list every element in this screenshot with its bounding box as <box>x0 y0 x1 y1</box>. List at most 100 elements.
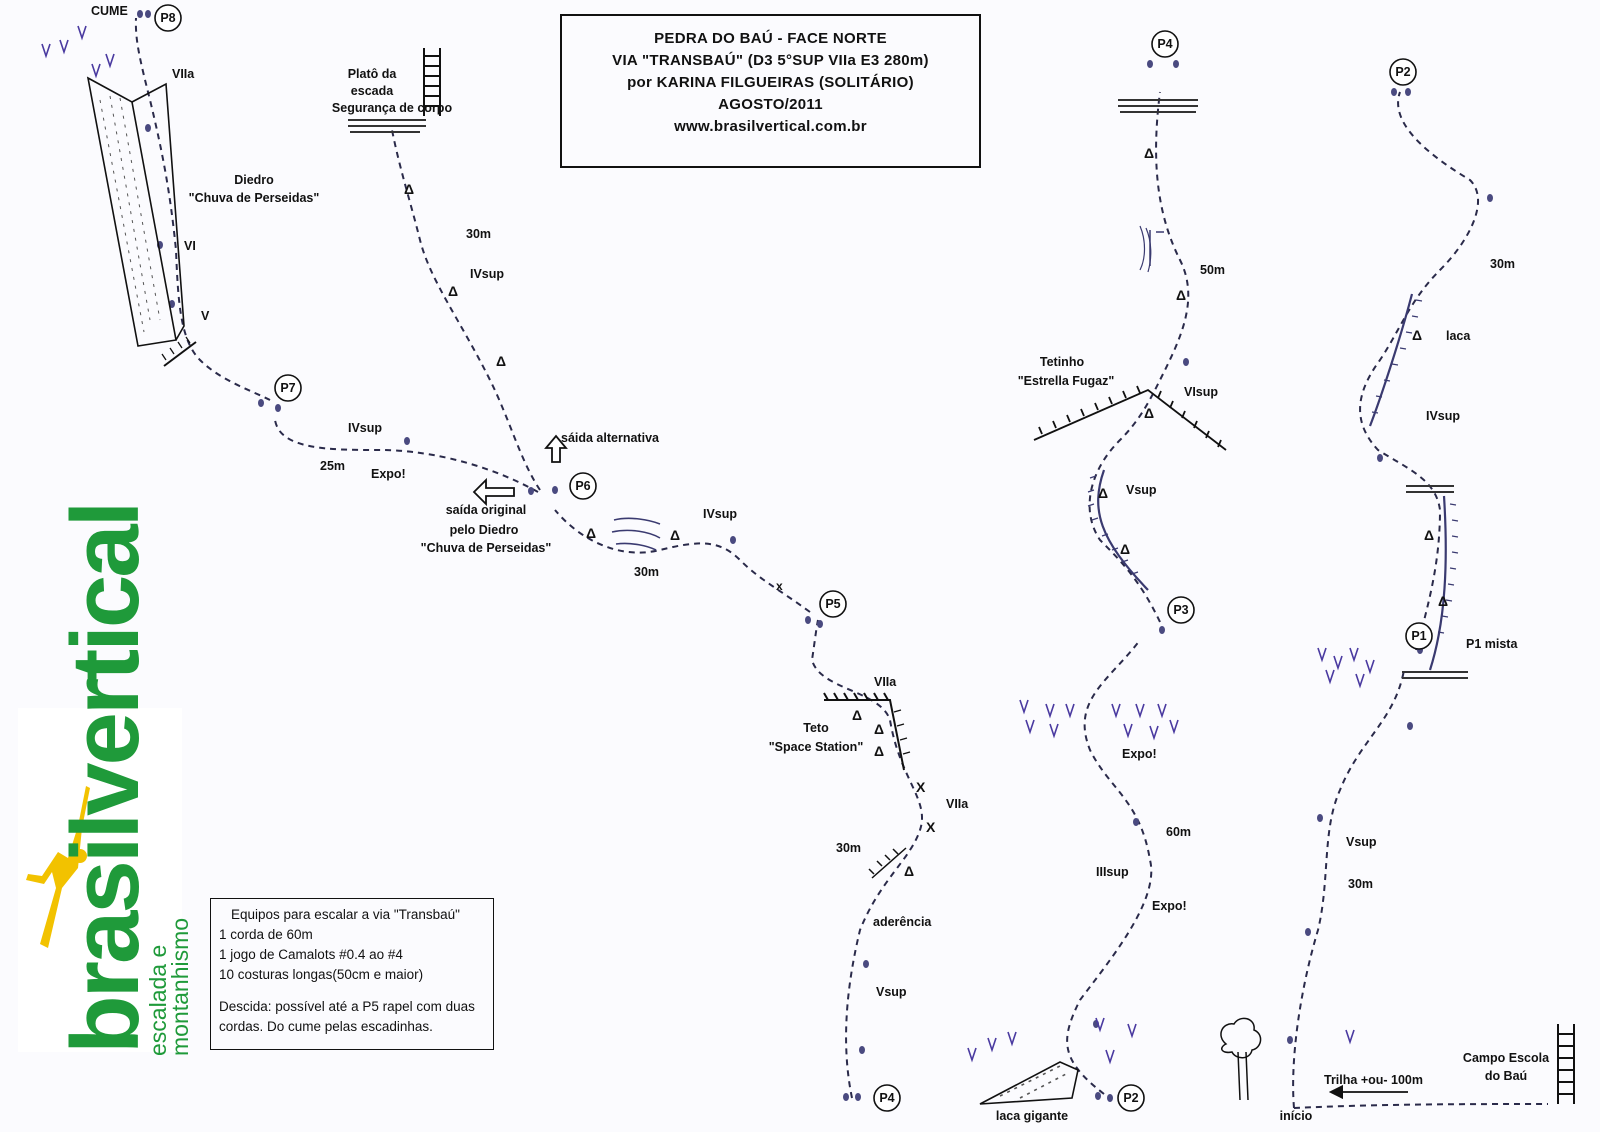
label-viia-b: VIIa <box>946 797 969 811</box>
bolt-p3 <box>1159 626 1165 634</box>
belay-p4a-circle <box>1151 30 1179 58</box>
approach-trail <box>1293 1103 1549 1109</box>
label-plato-3: Segurança de corpo <box>332 101 453 115</box>
bolt-1 <box>1487 194 1493 202</box>
title-line-4: AGOSTO/2011 <box>718 96 823 113</box>
diedro-dihedral <box>86 76 197 367</box>
label-inicio: início <box>1280 1109 1313 1123</box>
bolt-p2b-2 <box>1405 88 1411 96</box>
belay-p2a-circle <box>1117 1084 1145 1112</box>
title-line-2: VIA "TRANSBAÚ" (D3 5°SUP VIIa E3 280m) <box>612 52 929 69</box>
pro-6: Δ <box>852 707 862 723</box>
route-pitch-2 <box>1359 91 1480 651</box>
label-saida-orig-3: "Chuva de Perseidas" <box>421 541 552 555</box>
label-p1-mista: P1 mista <box>1466 637 1518 651</box>
label-diedro-1: Diedro <box>234 173 274 187</box>
logo-tagline-2: montanhismo <box>167 917 193 1056</box>
pro-11: Δ <box>1176 287 1186 303</box>
pro-1: Δ <box>404 181 414 197</box>
arrow-up <box>544 434 568 463</box>
bolt-p2b-1 <box>1391 88 1397 96</box>
label-ivsup-a: IVsup <box>470 267 504 281</box>
label-plato-1: Platô da <box>348 67 398 81</box>
belay-p8-circle <box>154 4 182 32</box>
belay-p6-circle <box>569 472 597 500</box>
bolt-p8-2 <box>145 10 151 18</box>
bolt-12 <box>863 960 869 968</box>
label-expo-low: Expo! <box>1152 899 1187 913</box>
pro-9: Δ <box>904 863 914 879</box>
ladder-plato <box>423 48 441 116</box>
ladder-base <box>1557 1024 1575 1104</box>
bolt-p6-2 <box>552 486 558 494</box>
label-v: V <box>201 309 210 323</box>
belay-p4b: P4 <box>879 1091 894 1105</box>
belay-p2a: P2 <box>1123 1091 1138 1105</box>
belay-p5: P5 <box>825 597 840 611</box>
bolt-p4a-2 <box>1173 60 1179 68</box>
belay-p1-circle <box>1405 622 1433 650</box>
label-saida-alt: sáida alternativa <box>561 431 660 445</box>
label-teto-1: Teto <box>803 721 829 735</box>
bolt-10 <box>404 437 410 445</box>
vegetation <box>41 25 1375 1065</box>
bolt-p4b-1 <box>843 1093 849 1101</box>
belay-p7: P7 <box>280 381 295 395</box>
label-viia-teto: VIIa <box>874 675 897 689</box>
bolt-14 <box>145 124 151 132</box>
title-box: PEDRA DO BAÚ - FACE NORTE VIA "TRANSBAÚ"… <box>560 14 981 168</box>
pro-10: Δ <box>1144 145 1154 161</box>
crack-p6 <box>611 517 661 551</box>
route-pitch-7 <box>274 419 539 493</box>
label-plato-2: escada <box>351 84 394 98</box>
piton-2: X <box>916 779 926 795</box>
title-line-3: por KARINA FILGUEIRAS (SOLITÁRIO) <box>627 74 914 91</box>
ledge-p1 <box>1402 671 1468 679</box>
route-pitch-5 <box>810 619 923 1099</box>
bolt-8 <box>1133 818 1139 826</box>
pro-14: Δ <box>1120 541 1130 557</box>
label-trilha: Trilha +ou- 100m <box>1324 1073 1423 1087</box>
laca-gigante <box>979 1061 1079 1105</box>
label-laca-gigante: laca gigante <box>996 1109 1068 1123</box>
bolt-4 <box>1317 814 1323 822</box>
bolt-6 <box>1287 1036 1293 1044</box>
bolt-p4b-2 <box>855 1093 861 1101</box>
ledge-plato <box>348 119 426 133</box>
label-vsup-right: Vsup <box>1346 835 1377 849</box>
piton-1: x <box>776 579 783 593</box>
label-60m: 60m <box>1166 825 1191 839</box>
roof-space-station <box>823 692 911 879</box>
pro-7: Δ <box>874 721 884 737</box>
pro-5: Δ <box>670 527 680 543</box>
belay-p2b-circle <box>1389 58 1417 86</box>
label-ivsup-right: IVsup <box>1426 409 1460 423</box>
bolt-p2a-2 <box>1107 1094 1113 1102</box>
title-line-5: www.brasilvertical.com.br <box>674 118 867 135</box>
label-viia-top: VIIa <box>172 67 195 81</box>
pro-15: Δ <box>1412 327 1422 343</box>
ledge-right-mid <box>1406 485 1454 493</box>
label-expo-mid: Expo! <box>1122 747 1157 761</box>
route-pitch-4 <box>1088 91 1190 623</box>
label-saida-orig-2: pelo Diedro <box>450 523 519 537</box>
label-ivsup-p7: IVsup <box>348 421 382 435</box>
label-saida-orig-1: saída original <box>446 503 527 517</box>
equipment-item-2: 1 jogo de Camalots #0.4 ao #4 <box>219 947 403 962</box>
label-vsup-mid: Vsup <box>1126 483 1157 497</box>
belay-p7-circle <box>274 374 302 402</box>
ledge-p4 <box>1118 99 1198 113</box>
label-30m-p2: 30m <box>1490 257 1515 271</box>
brasilvertical-logo: brasilvertical escalada e montanhismo <box>18 504 193 1056</box>
label-25m: 25m <box>320 459 345 473</box>
crack-laca <box>1368 293 1414 427</box>
bolt-p5-1 <box>805 616 811 624</box>
bolt-p5-2 <box>817 620 823 628</box>
bolt-13 <box>859 1046 865 1054</box>
label-diedro-2: "Chuva de Perseidas" <box>189 191 320 205</box>
pro-12: Δ <box>1144 405 1154 421</box>
belay-p1: P1 <box>1411 629 1426 643</box>
label-vsup-p4: Vsup <box>876 985 907 999</box>
crack-p4-upper <box>1149 230 1164 266</box>
bolt-p6-1 <box>528 487 534 495</box>
